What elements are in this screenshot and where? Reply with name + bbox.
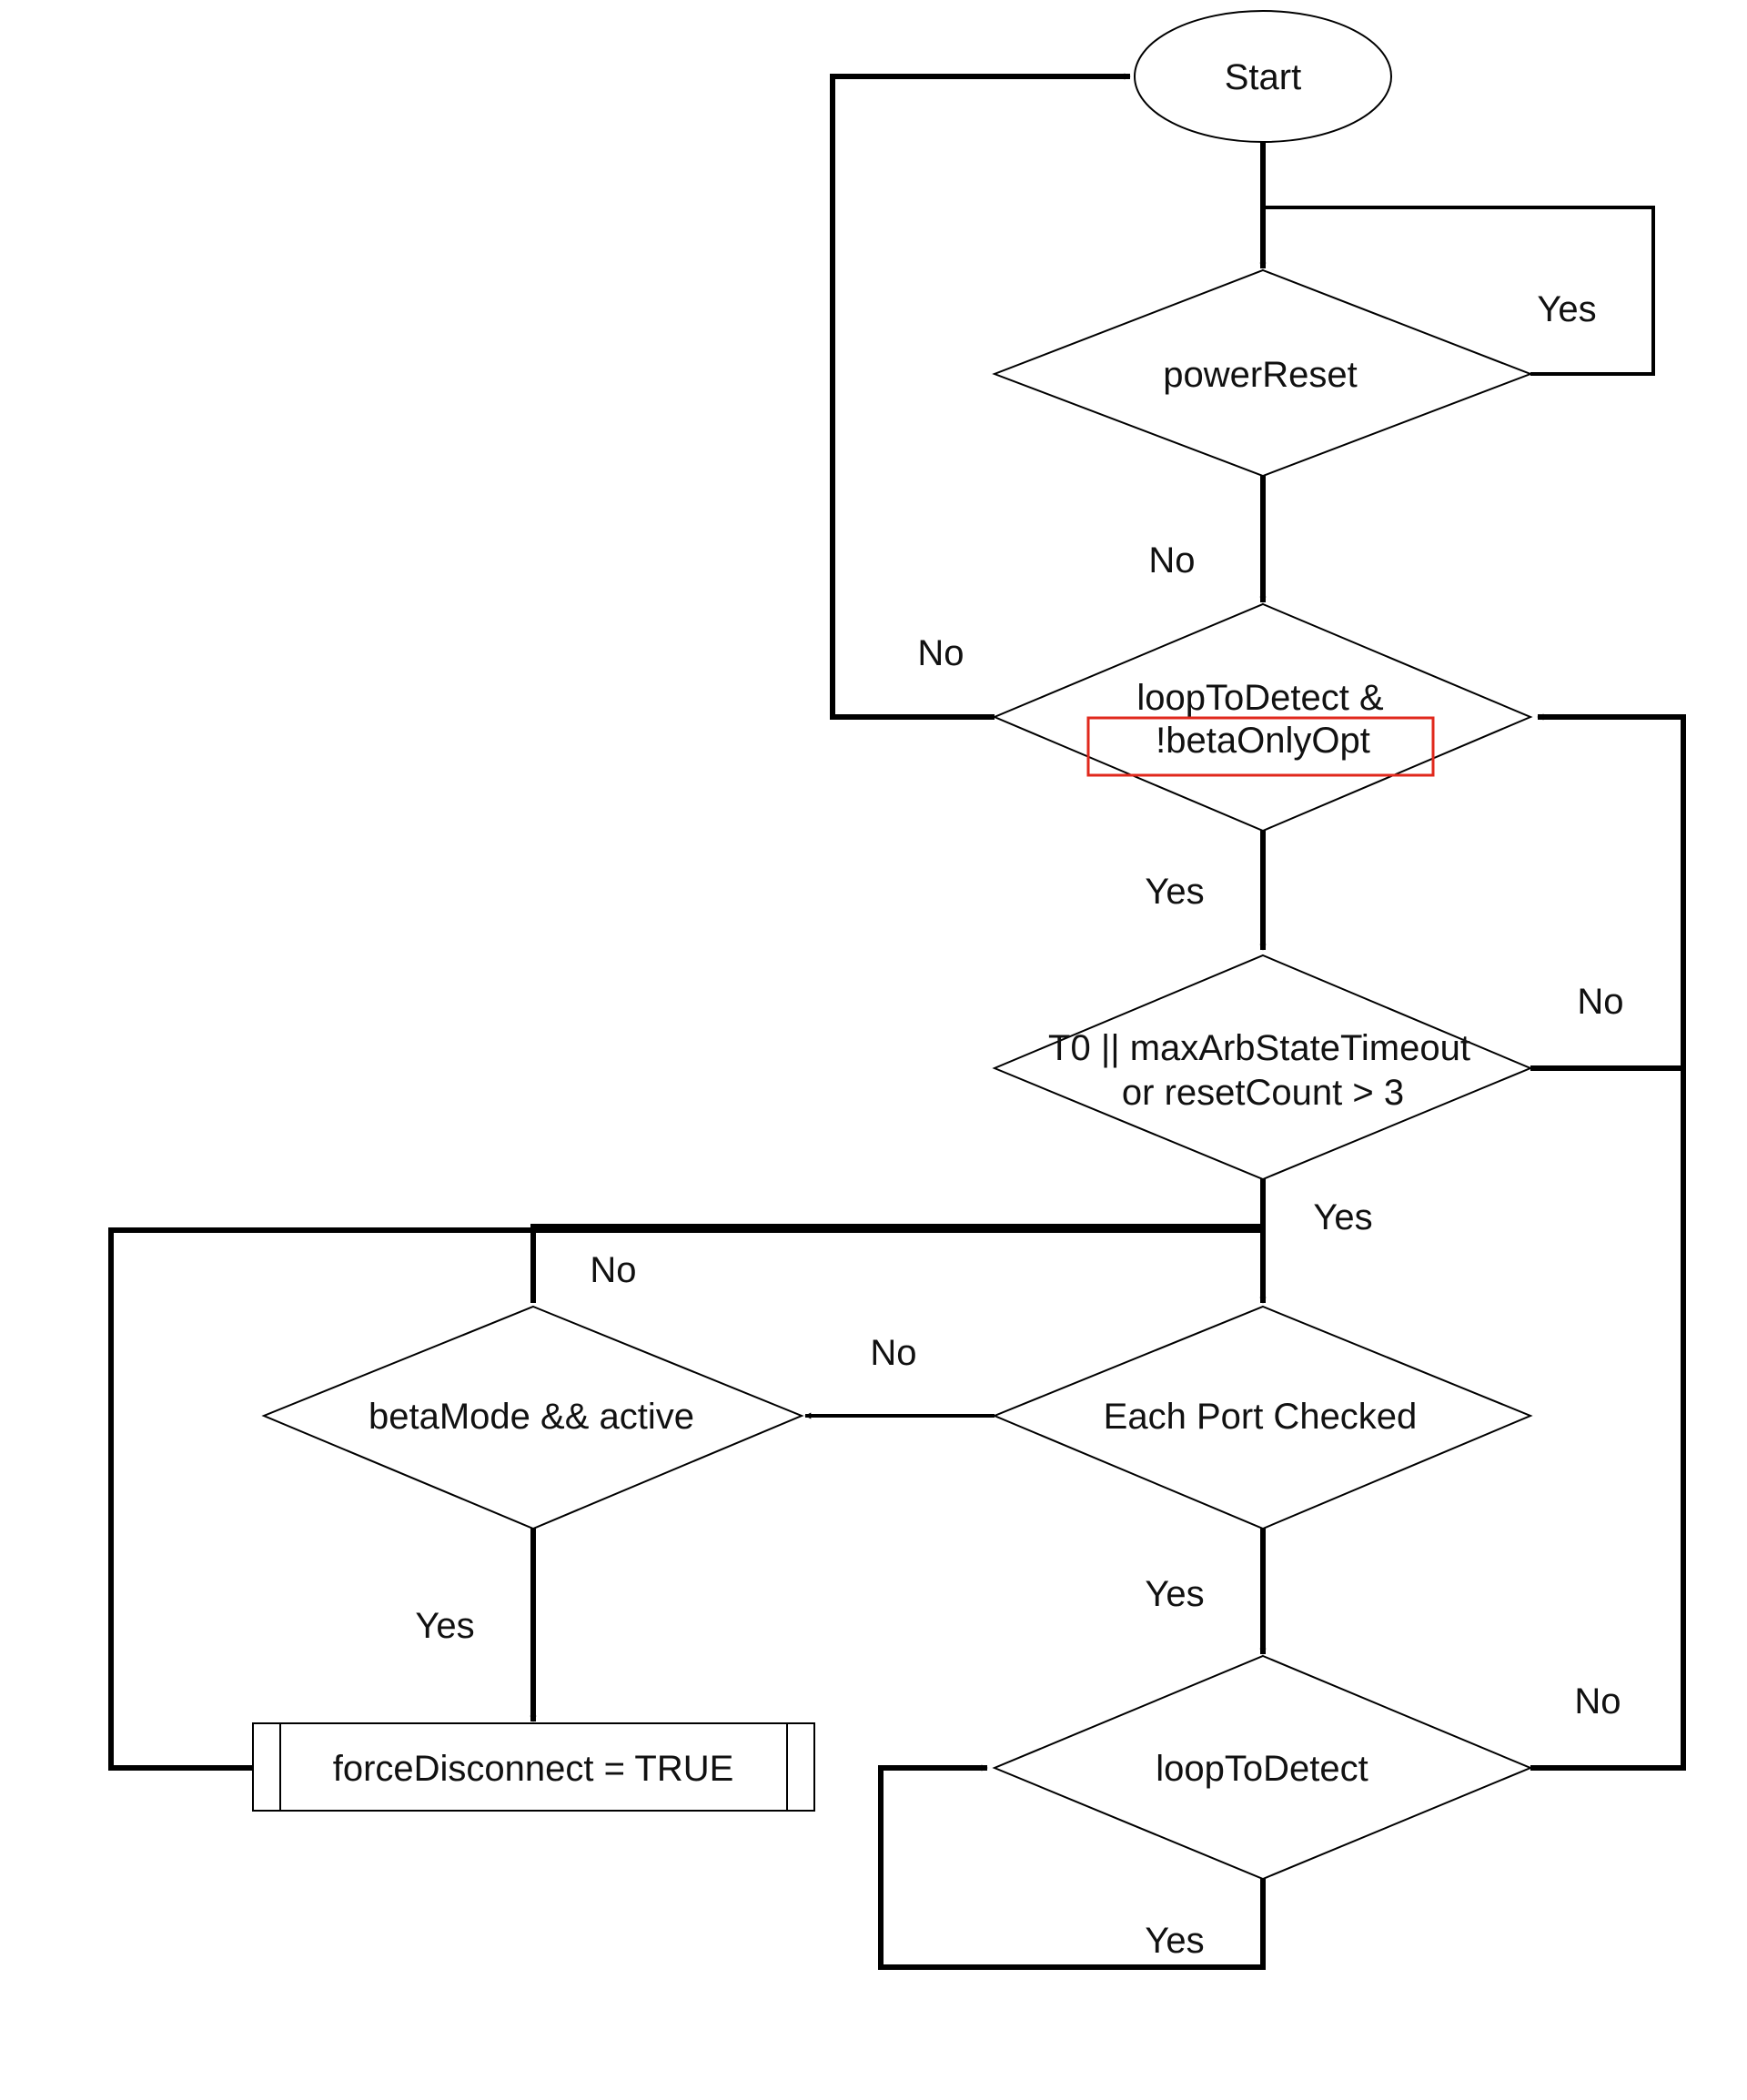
label-eachport-no: No — [870, 1333, 916, 1373]
betamode-decision — [261, 1305, 804, 1530]
label-timeout-no: No — [1577, 982, 1623, 1022]
eachport-decision — [992, 1305, 1533, 1530]
looptodetect-label: loopToDetect — [1156, 1749, 1368, 1789]
label-betamode-yes: Yes — [415, 1606, 474, 1646]
edge-betamode-no — [530, 1224, 1263, 1303]
highlight-box — [1086, 716, 1435, 777]
label-powerreset-yes: Yes — [1537, 289, 1596, 329]
edge-looptodetect-no — [1530, 1068, 1686, 1771]
looptodetect-decision — [992, 1654, 1533, 1881]
edge-powerreset-yes-loop — [1263, 206, 1655, 376]
powerreset-decision — [992, 268, 1533, 478]
loopdetect-beta-label-line1: loopToDetect & — [1136, 678, 1384, 718]
betamode-label: betaMode && active — [369, 1397, 694, 1437]
edge-forcedisconnect-loop — [108, 1227, 1263, 1771]
label-betamode-no: No — [590, 1250, 636, 1290]
timeout-label-line1: T0 || maxArbStateTimeout — [1048, 1028, 1470, 1068]
edge-loopbeta-no-to-start — [830, 73, 1131, 720]
start-label: Start — [1225, 57, 1301, 97]
forcedisconnect-label: forceDisconnect = TRUE — [333, 1749, 734, 1789]
label-looptodetect-no: No — [1574, 1681, 1621, 1721]
forcedisconnect-process — [252, 1722, 815, 1812]
timeout-label-line2: or resetCount > 3 — [1122, 1073, 1404, 1113]
label-loopbeta-yes: Yes — [1145, 872, 1204, 912]
eachport-label: Each Port Checked — [1104, 1397, 1418, 1437]
label-looptodetect-yes: Yes — [1145, 1921, 1204, 1961]
powerreset-label: powerReset — [1163, 355, 1357, 395]
label-eachport-yes: Yes — [1145, 1574, 1204, 1614]
label-powerreset-no: No — [1148, 540, 1195, 581]
timeout-decision — [992, 954, 1533, 1181]
start-node — [1134, 10, 1392, 143]
loopdetect-beta-label-line2: !betaOnlyOpt — [1156, 721, 1370, 761]
label-timeout-yes: Yes — [1313, 1197, 1372, 1237]
edge-timeout-no — [1530, 713, 1686, 1071]
edge-looptodetect-yes-loop — [878, 1764, 1266, 1970]
label-loopbeta-no: No — [917, 633, 964, 673]
